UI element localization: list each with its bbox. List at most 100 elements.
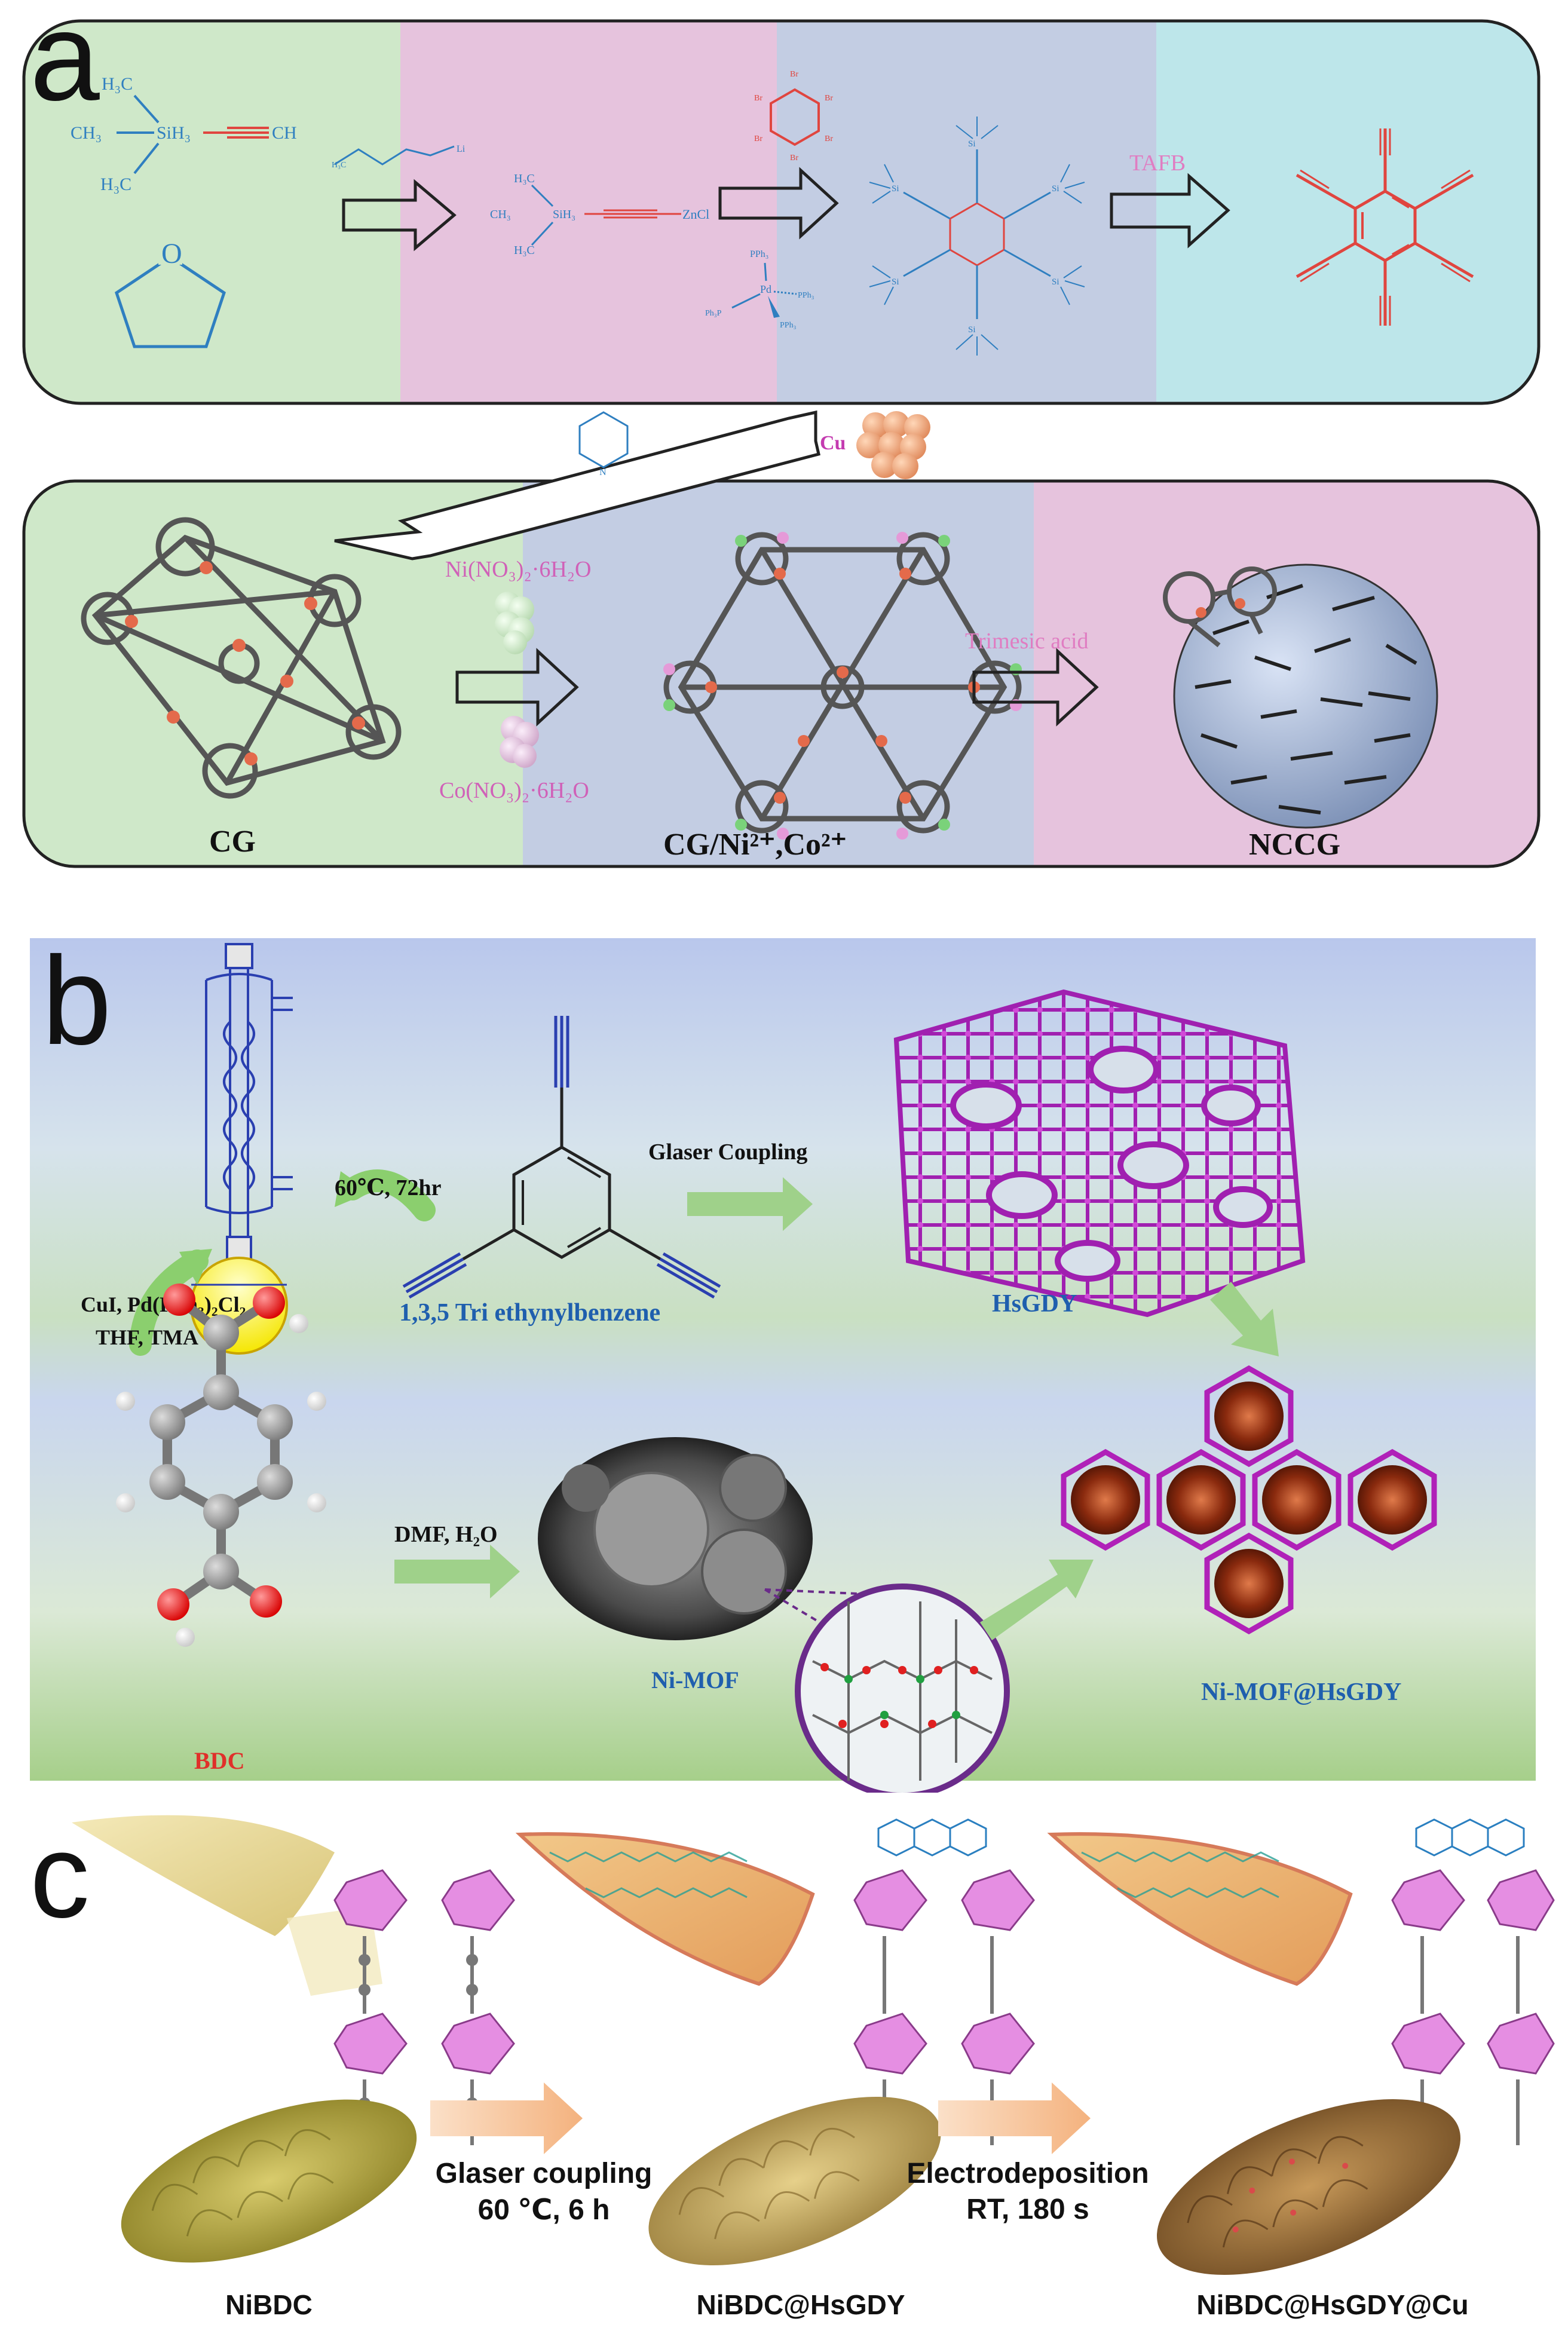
svg-text:Br: Br xyxy=(790,154,798,163)
svg-text:PPh₃: PPh₃ xyxy=(750,249,768,259)
svg-text:H₃C: H₃C xyxy=(332,161,346,170)
nccg-label: NCCG xyxy=(1249,828,1340,862)
ni-mof-sem-image xyxy=(538,1437,813,1640)
hexaethynylbenzene-structure xyxy=(1296,128,1474,326)
svg-text:O: O xyxy=(161,238,182,269)
connector-arrow-to-cg xyxy=(334,410,820,561)
svg-text:CH: CH xyxy=(272,123,297,143)
dmf-label: DMF, H₂O xyxy=(394,1522,498,1547)
ni-mof-hsgdy-label: Ni-MOF@HsGDY xyxy=(1201,1679,1401,1706)
arrow-to-composite xyxy=(1210,1282,1279,1356)
svg-text:Br: Br xyxy=(754,134,762,143)
svg-text:Si: Si xyxy=(968,139,976,149)
svg-text:Si: Si xyxy=(892,184,899,194)
nibdc-hsgdy-rod-graphic xyxy=(648,2096,941,2266)
nibdc-hsgdy-cu-label: NiBDC@HsGDY@Cu xyxy=(1196,2289,1469,2320)
svg-text:H₃C: H₃C xyxy=(102,74,133,94)
svg-text:PPh₃: PPh₃ xyxy=(780,321,797,330)
bdc-molecule-graphic xyxy=(116,1284,326,1647)
bdc-label: BDC xyxy=(194,1747,244,1774)
co-salt-label: Co(NO₃)₂·6H₂O xyxy=(439,778,589,803)
svg-text:Si: Si xyxy=(1052,277,1059,287)
nibdc-sheet-graphic xyxy=(72,1815,335,1936)
svg-text:H₃C: H₃C xyxy=(514,172,535,185)
svg-text:Si: Si xyxy=(1052,184,1059,194)
ni-mof-label: Ni-MOF xyxy=(651,1667,739,1693)
hexakis-tms-ethynylbenzene-structure: Si Si Si Si Si Si xyxy=(869,117,1085,356)
nibdc-rod-graphic xyxy=(121,2099,417,2263)
ni-mof-hsgdy-graphic xyxy=(1061,1365,1437,1635)
svg-text:SiH₃: SiH₃ xyxy=(553,208,575,221)
co-spheres-icon xyxy=(500,716,539,768)
cg-ni-co-label: CG/Ni²⁺,Co²⁺ xyxy=(663,828,847,862)
nibdc-hsgdy-label: NiBDC@HsGDY xyxy=(696,2289,905,2320)
arrow-step-1 xyxy=(342,179,457,252)
arrow-step-4 xyxy=(455,648,579,727)
triethynylbenzene-structure xyxy=(402,1016,721,1299)
panel-b: 60℃, 72hr Glaser Coupling 1,3,5 Tri ethy… xyxy=(0,926,1568,1793)
step-2-line-1: Electrodeposition xyxy=(906,2158,1149,2189)
panel-a: H₃C CH₃ SiH₃ H₃C CH O H₃C Li xyxy=(0,0,1568,878)
arrow-to-composite-2 xyxy=(980,1560,1094,1640)
svg-text:Br: Br xyxy=(825,134,833,143)
arrow-electrodeposition xyxy=(938,2082,1091,2154)
hexabromobenzene-structure: Br Br Br Br Br Br xyxy=(754,70,833,163)
panel-c-letter: c xyxy=(30,1809,90,1943)
nibdc-hsgdy-cu-rod-graphic xyxy=(1156,2099,1461,2275)
svg-text:SiH₃: SiH₃ xyxy=(157,123,191,143)
pd-catalyst-structure: PPh₃ Pd PPh₃ Ph₃P PPh₃ xyxy=(705,249,814,330)
temp-time-label: 60℃, 72hr xyxy=(335,1175,442,1200)
ni-mof-structure-zoom xyxy=(764,1584,1010,1793)
arrow-glaser-coupling xyxy=(430,2082,583,2154)
panel-b-background xyxy=(30,938,1536,1781)
butyllithium-structure: H₃C Li xyxy=(332,144,466,170)
panel-b-graphic: 60℃, 72hr Glaser Coupling 1,3,5 Tri ethy… xyxy=(30,938,1536,1793)
panel-a-graphic: H₃C CH₃ SiH₃ H₃C CH O H₃C Li xyxy=(22,19,1541,868)
arrow-step-2 xyxy=(718,167,839,240)
svg-text:CH₃: CH₃ xyxy=(490,208,511,221)
curved-arrow-left-icon xyxy=(341,1169,436,1221)
svg-text:Si: Si xyxy=(892,277,899,287)
cu-spheres-icon xyxy=(856,411,930,479)
cg-framework-graphic xyxy=(81,517,402,799)
svg-text:Br: Br xyxy=(825,94,833,103)
svg-text:Pd: Pd xyxy=(760,283,771,295)
pyridine-structure: N xyxy=(578,411,629,477)
svg-text:Br: Br xyxy=(754,94,762,103)
reagents-line-2: THF, TMA xyxy=(96,1325,198,1349)
hsgdy-label: HsGDY xyxy=(992,1290,1077,1318)
svg-text:N: N xyxy=(599,467,607,477)
svg-text:Br: Br xyxy=(790,70,798,79)
svg-text:Li: Li xyxy=(457,144,466,154)
svg-text:Ph₃P: Ph₃P xyxy=(705,309,722,318)
panel-a-letter: a xyxy=(30,0,100,127)
nibdc-hsgdy-cu-crystal-structure-graphic xyxy=(1391,1818,1555,2145)
hsgdy-framework-graphic xyxy=(893,989,1306,1318)
curved-arrow-up-icon xyxy=(129,1249,209,1356)
svg-text:H₃C: H₃C xyxy=(514,244,535,257)
panel-b-letter: b xyxy=(42,930,112,1071)
svg-text:Si: Si xyxy=(968,325,976,335)
arrow-glaser xyxy=(687,1177,813,1231)
nccg-sphere-graphic xyxy=(1163,563,1438,829)
glaser-coupling-label: Glaser Coupling xyxy=(648,1140,807,1165)
ni-salt-label: Ni(NO₃)₂·6H₂O xyxy=(445,557,591,582)
panel-a-top-bands xyxy=(24,21,1539,403)
nibdc-label: NiBDC xyxy=(225,2289,313,2320)
svg-text:PPh₃: PPh₃ xyxy=(798,291,814,300)
arrow-step-5 xyxy=(972,648,1099,727)
step-1-line-1: Glaser coupling xyxy=(435,2158,653,2189)
nibdc-hsgdy-cu-sheet-graphic xyxy=(1047,1832,1353,1986)
cg-ni-co-framework-graphic xyxy=(663,532,1022,840)
trimethylsilylacetylene-structure: H₃C CH₃ SiH₃ H₃C CH xyxy=(71,74,297,194)
nibdc-hsgdy-crystal-structure-graphic xyxy=(853,1818,1035,2145)
reagents-line-1: CuI, Pd(PPh₃)₂Cl₂ xyxy=(81,1292,246,1316)
monomer-label: 1,3,5 Tri ethynylbenzene xyxy=(399,1299,660,1327)
thf-structure: O xyxy=(115,236,226,348)
cu-label: Cu xyxy=(820,432,846,454)
panel-c: c Glaser coupling 60 ℃, 6 h Electrodepos… xyxy=(0,1787,1568,2340)
ni-spheres-icon xyxy=(495,592,534,654)
svg-text:H₃C: H₃C xyxy=(100,174,131,194)
panel-c-graphic xyxy=(72,1815,1555,2275)
svg-text:ZnCl: ZnCl xyxy=(682,207,709,222)
